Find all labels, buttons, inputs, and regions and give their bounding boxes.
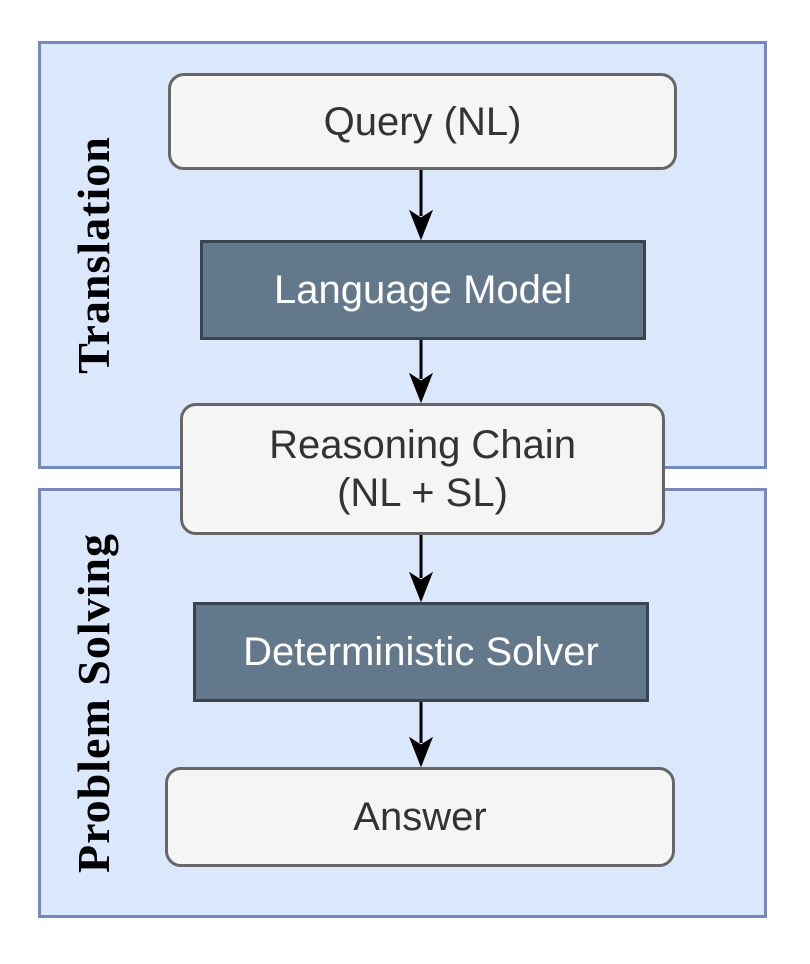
node-query-label: Query (NL) (323, 99, 522, 144)
flow-arrow-icon (408, 702, 434, 767)
node-reasoning-chain-sublabel: (NL + SL) (337, 471, 508, 515)
node-deterministic-solver-label: Deterministic Solver (243, 630, 599, 674)
section-translation-label: Translation (68, 136, 119, 374)
flow-arrow-icon (408, 340, 434, 403)
flow-arrow-icon (408, 170, 434, 240)
node-query: Query (NL) (168, 73, 677, 170)
node-reasoning-chain-label: Reasoning Chain (269, 423, 576, 467)
section-problem-solving-label: Problem Solving (68, 532, 119, 874)
node-language-model-label: Language Model (273, 268, 573, 312)
node-language-model: Language Model (200, 240, 646, 340)
node-reasoning-chain: Reasoning Chain (NL + SL) (180, 403, 665, 535)
node-answer: Answer (165, 767, 675, 867)
node-deterministic-solver: Deterministic Solver (193, 602, 649, 702)
node-answer-label: Answer (353, 795, 487, 839)
flow-arrow-icon (408, 535, 434, 602)
